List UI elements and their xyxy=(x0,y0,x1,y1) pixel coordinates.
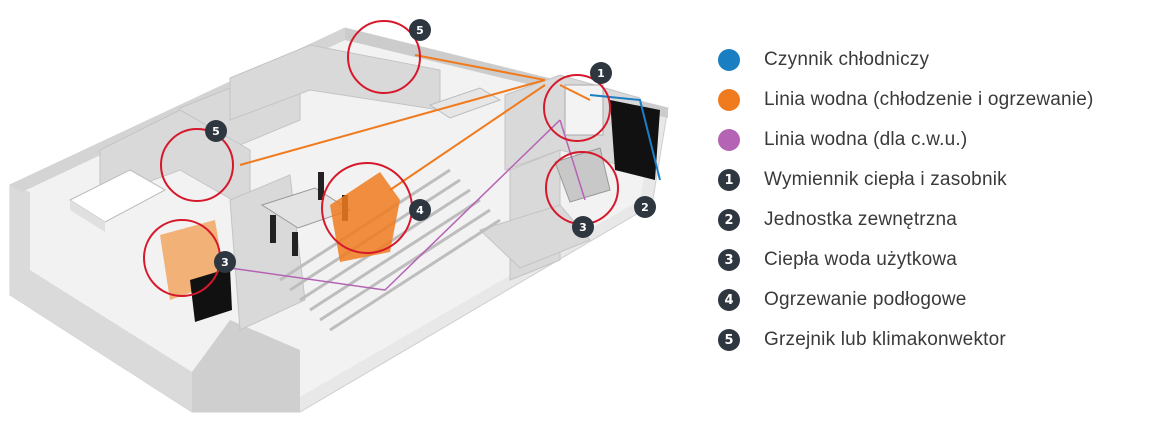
legend-item-component-1: 1 Wymiennik ciepła i zasobnik xyxy=(718,160,1158,200)
badge-3-kitchen-label: 3 xyxy=(221,256,229,269)
legend-item-component-3: 3 Ciepła woda użytkowa xyxy=(718,240,1158,280)
badge-5-left-label: 5 xyxy=(212,125,220,138)
number-badge: 4 xyxy=(718,289,740,311)
number-badge: 1 xyxy=(718,169,740,191)
number-badge: 5 xyxy=(718,329,740,351)
legend-item-water-line: Linia wodna (chłodzenie i ogrzewanie) xyxy=(718,80,1158,120)
badge-2-label: 2 xyxy=(641,201,649,214)
zoom-circle-left-radiator xyxy=(160,128,234,202)
water-line-heating xyxy=(239,54,591,191)
blue-circle-icon xyxy=(718,49,740,71)
badge-1-label: 1 xyxy=(597,67,605,80)
front-right-wall xyxy=(192,320,300,412)
heated-floor-zone xyxy=(330,172,400,262)
badge-4-label: 4 xyxy=(416,204,424,217)
legend-label: Linia wodna (chłodzenie i ogrzewanie) xyxy=(764,89,1094,110)
legend-label: Czynnik chłodniczy xyxy=(764,49,930,70)
badge-3-bath: 3 xyxy=(572,216,594,238)
number-badge: 2 xyxy=(718,209,740,231)
badge-3-bath-label: 3 xyxy=(579,221,587,234)
badge-5-left: 5 xyxy=(205,120,227,142)
purple-circle-icon xyxy=(718,129,740,151)
zoom-circle-top-radiator xyxy=(347,20,421,94)
water-line-dhw xyxy=(229,119,586,291)
legend-label: Linia wodna (dla c.w.u.) xyxy=(764,129,968,150)
legend-item-component-5: 5 Grzejnik lub klimakonwektor xyxy=(718,320,1158,360)
zoom-circle-tank xyxy=(543,74,611,142)
legend-label: Jednostka zewnętrzna xyxy=(764,209,958,230)
legend-label: Wymiennik ciepła i zasobnik xyxy=(764,169,1007,190)
legend-label: Ogrzewanie podłogowe xyxy=(764,289,967,310)
legend-label: Grzejnik lub klimakonwektor xyxy=(764,329,1006,350)
bed xyxy=(68,169,167,232)
legend: Czynnik chłodniczy Linia wodna (chłodzen… xyxy=(718,40,1158,360)
legend-item-dhw-line: Linia wodna (dla c.w.u.) xyxy=(718,120,1158,160)
house-diagram: 1 2 3 3 4 5 5 xyxy=(9,19,669,413)
legend-item-refrigerant: Czynnik chłodniczy xyxy=(718,40,1158,80)
kitchen xyxy=(160,220,232,322)
refrigerant-line xyxy=(589,94,661,181)
badge-5-top-label: 5 xyxy=(416,24,424,37)
badge-3-kitchen: 3 xyxy=(214,251,236,273)
badge-4: 4 xyxy=(409,199,431,221)
legend-label: Ciepła woda użytkowa xyxy=(764,249,958,270)
badge-5-top: 5 xyxy=(409,19,431,41)
orange-circle-icon xyxy=(718,89,740,111)
badge-2: 2 xyxy=(634,196,656,218)
front-left-wall xyxy=(10,185,192,412)
badge-1: 1 xyxy=(590,62,612,84)
legend-item-component-2: 2 Jednostka zewnętrzna xyxy=(718,200,1158,240)
number-badge: 3 xyxy=(718,249,740,271)
legend-item-component-4: 4 Ogrzewanie podłogowe xyxy=(718,280,1158,320)
